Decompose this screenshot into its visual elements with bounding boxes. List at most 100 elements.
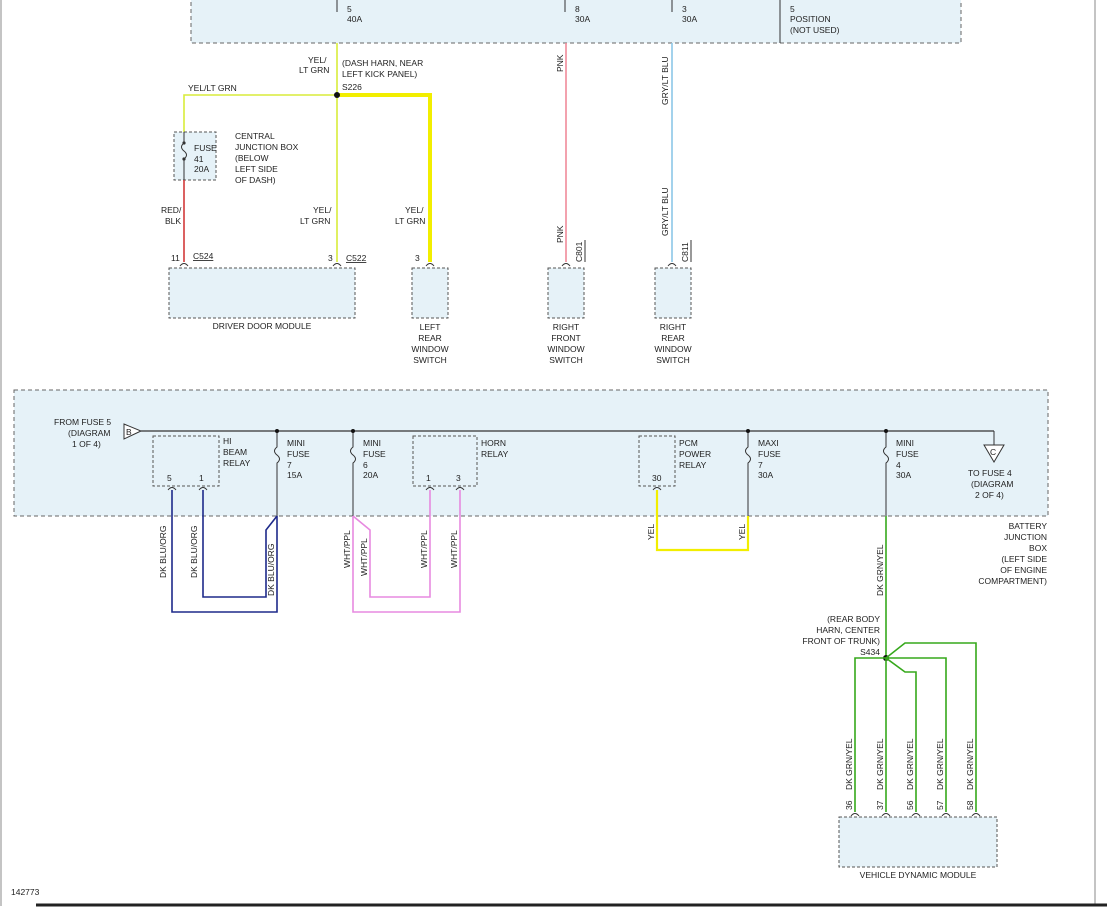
hi-beam-pin-5: 5 xyxy=(167,473,172,483)
horn-pin-3: 3 xyxy=(456,473,461,483)
maxi7-1: MAXI xyxy=(758,438,779,448)
fuse-41-icon xyxy=(181,132,187,180)
c524-name: C524 xyxy=(193,251,214,261)
wire-label-yel-2: YEL/ xyxy=(313,205,332,215)
c811-connector-icon xyxy=(667,263,677,267)
bjb-label-3: BOX xyxy=(1029,543,1047,553)
bjb-label-5: OF ENGINE xyxy=(1000,565,1047,575)
wire-label-yel-3: YEL/ xyxy=(405,205,424,215)
wire-yel-pcm xyxy=(655,490,750,552)
maxi-fuse-7-node xyxy=(746,429,750,433)
top-cell-1-num: 5 xyxy=(347,4,352,14)
wire-dkgrn-yel-56 xyxy=(885,657,917,812)
hi-beam-2: BEAM xyxy=(223,447,247,457)
hi-beam-1: HI xyxy=(223,436,232,446)
bjb-label-2: JUNCTION xyxy=(1004,532,1047,542)
splice-s226-dot xyxy=(334,92,340,98)
rfws-label-3: WINDOW xyxy=(547,344,584,354)
rrws-label-2: REAR xyxy=(661,333,685,343)
bjb-label-4: (LEFT SIDE xyxy=(1001,554,1047,564)
rrws-label-3: WINDOW xyxy=(654,344,691,354)
hi-beam-3: RELAY xyxy=(223,458,251,468)
driver-door-module-label: DRIVER DOOR MODULE xyxy=(213,321,312,331)
wire-label-gry-ltblu-1: GRY/LT BLU xyxy=(660,56,670,105)
hi-beam-pin-5-terminal xyxy=(167,487,177,491)
wire-label-dkgrnyel-58: DK GRN/YEL xyxy=(965,738,975,790)
mini7-4: 15A xyxy=(287,470,302,480)
wire-yel-ltgrn-to-fuse41 xyxy=(183,94,337,132)
lrws-label-4: SWITCH xyxy=(413,355,447,365)
rfws-label-1: RIGHT xyxy=(553,322,579,332)
figure-id: 142773 xyxy=(11,887,40,897)
fuse-41-terminal-top xyxy=(182,141,186,145)
pcm-pin-30-terminal xyxy=(652,487,662,491)
wire-yel-ltgrn-to-lrws xyxy=(337,93,432,262)
horn-relay xyxy=(412,435,478,487)
mini6-1: MINI xyxy=(363,438,381,448)
pcm-power-relay xyxy=(638,435,676,487)
s434-note-3: FRONT OF TRUNK) xyxy=(802,636,880,646)
s226-note-1: (DASH HARN, NEAR xyxy=(342,58,423,68)
fuse-41-line-1: FUSE xyxy=(194,143,217,153)
pcm-1: PCM xyxy=(679,438,698,448)
mini7-3: 7 xyxy=(287,460,292,470)
connector-b-label: B xyxy=(126,427,132,437)
cjb-label-5: OF DASH) xyxy=(235,175,276,185)
cjb-label-2: JUNCTION BOX xyxy=(235,142,299,152)
rrws-label-4: SWITCH xyxy=(656,355,690,365)
s434-note-2: HARN, CENTER xyxy=(816,625,880,635)
lrws-label-2: REAR xyxy=(418,333,442,343)
horn-2: RELAY xyxy=(481,449,509,459)
wire-label-pnk-1: PNK xyxy=(555,54,565,72)
mini6-2: FUSE xyxy=(363,449,386,459)
mini-fuse-6-node xyxy=(351,429,355,433)
wire-label-yel-1b: YEL xyxy=(646,524,656,540)
c524-connector-icon xyxy=(179,263,189,267)
lrws-label-1: LEFT xyxy=(420,322,441,332)
hi-beam-relay xyxy=(152,435,220,487)
mini6-3: 6 xyxy=(363,460,368,470)
central-junction-box xyxy=(173,131,217,181)
pcm-2: POWER xyxy=(679,449,711,459)
vdm-pin-57: 57 xyxy=(935,800,945,810)
vdm-pin-58: 58 xyxy=(965,800,975,810)
fuse-41-line-3: 20A xyxy=(194,164,209,174)
mini7-2: FUSE xyxy=(287,449,310,459)
wire-label-blk: BLK xyxy=(165,216,181,226)
top-cell-3-num: 3 xyxy=(682,4,687,14)
c522-pin: 3 xyxy=(328,253,333,263)
top-cell-4-num: 5 xyxy=(790,4,795,14)
wire-label-ltgrn-3: LT GRN xyxy=(395,216,425,226)
hi-beam-pin-1-terminal xyxy=(198,487,208,491)
right-front-window-switch xyxy=(547,267,585,319)
vdm-pin-37: 37 xyxy=(875,800,885,810)
mini4-4: 30A xyxy=(896,470,911,480)
wire-label-pnk-2: PNK xyxy=(555,225,565,243)
driver-door-module xyxy=(168,267,356,319)
vehicle-dynamic-module xyxy=(838,816,998,868)
maxi7-3: 7 xyxy=(758,460,763,470)
wire-dkgrn-yel-57 xyxy=(886,657,947,812)
s226-note-2: LEFT KICK PANEL) xyxy=(342,69,417,79)
top-cell-4-note: (NOT USED) xyxy=(790,25,840,35)
to-fuse-3: 2 OF 4) xyxy=(975,490,1004,500)
mini7-1: MINI xyxy=(287,438,305,448)
wire-label-dkbluorg-1: DK BLU/ORG xyxy=(158,526,168,578)
vdm-label: VEHICLE DYNAMIC MODULE xyxy=(860,870,977,880)
c524-pin: 11 xyxy=(171,253,180,263)
wire-label-yel-2b: YEL xyxy=(737,524,747,540)
wire-label-yel-ltgrn-h: YEL/LT GRN xyxy=(188,83,237,93)
mini-fuse-4-node xyxy=(884,429,888,433)
rfws-label-4: SWITCH xyxy=(549,355,583,365)
hi-beam-pin-1: 1 xyxy=(199,473,204,483)
wire-dk-blu-org-pin1 xyxy=(202,490,278,598)
wire-label-dkbluorg-2: DK BLU/ORG xyxy=(189,526,199,578)
bjb-label-6: COMPARTMENT) xyxy=(978,576,1047,586)
connector-c-label: C xyxy=(990,447,996,457)
vdm-connector-icons xyxy=(850,813,981,817)
lrws-pin: 3 xyxy=(415,253,420,263)
c811-name: C811 xyxy=(680,242,690,262)
top-cell-3-amps: 30A xyxy=(682,14,697,24)
wire-label-dkgrnyel-57: DK GRN/YEL xyxy=(935,738,945,790)
